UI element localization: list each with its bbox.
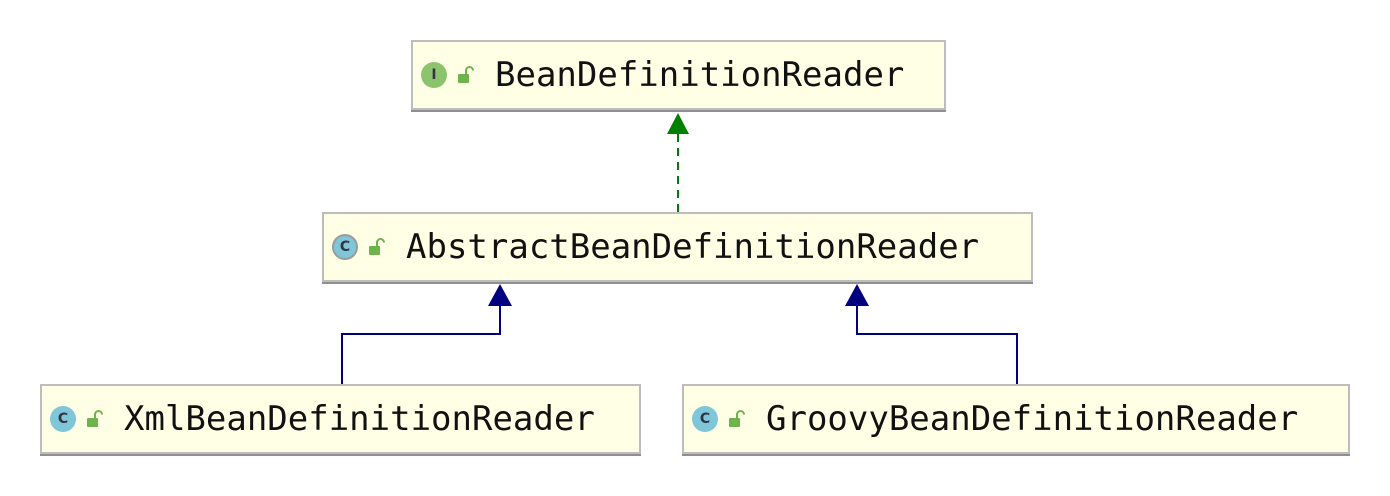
node-groovy-bean-definition-reader[interactable]: C GroovyBeanDefinitionReader	[682, 384, 1350, 454]
node-label: BeanDefinitionReader	[495, 55, 905, 95]
extends-edge-groovy	[856, 306, 1018, 384]
node-label: XmlBeanDefinitionReader	[124, 399, 595, 439]
abstract-class-icon: C	[332, 234, 358, 260]
node-xml-bean-definition-reader[interactable]: C XmlBeanDefinitionReader	[40, 384, 641, 454]
class-icon: C	[50, 406, 76, 432]
implements-arrowhead	[667, 113, 689, 134]
extends-arrowhead-xml	[488, 284, 512, 306]
class-icon: C	[692, 406, 718, 432]
node-label: GroovyBeanDefinitionReader	[766, 399, 1299, 439]
node-label: AbstractBeanDefinitionReader	[406, 227, 980, 267]
unlocked-lock-icon	[86, 410, 104, 428]
node-abstract-bean-definition-reader[interactable]: C AbstractBeanDefinitionReader	[322, 212, 1033, 282]
interface-icon: I	[421, 62, 447, 88]
node-bean-definition-reader[interactable]: I BeanDefinitionReader	[411, 40, 946, 110]
extends-arrowhead-groovy	[845, 284, 869, 306]
unlocked-lock-icon	[457, 66, 475, 84]
extends-edge-xml	[341, 306, 501, 384]
unlocked-lock-icon	[368, 238, 386, 256]
unlocked-lock-icon	[728, 410, 746, 428]
